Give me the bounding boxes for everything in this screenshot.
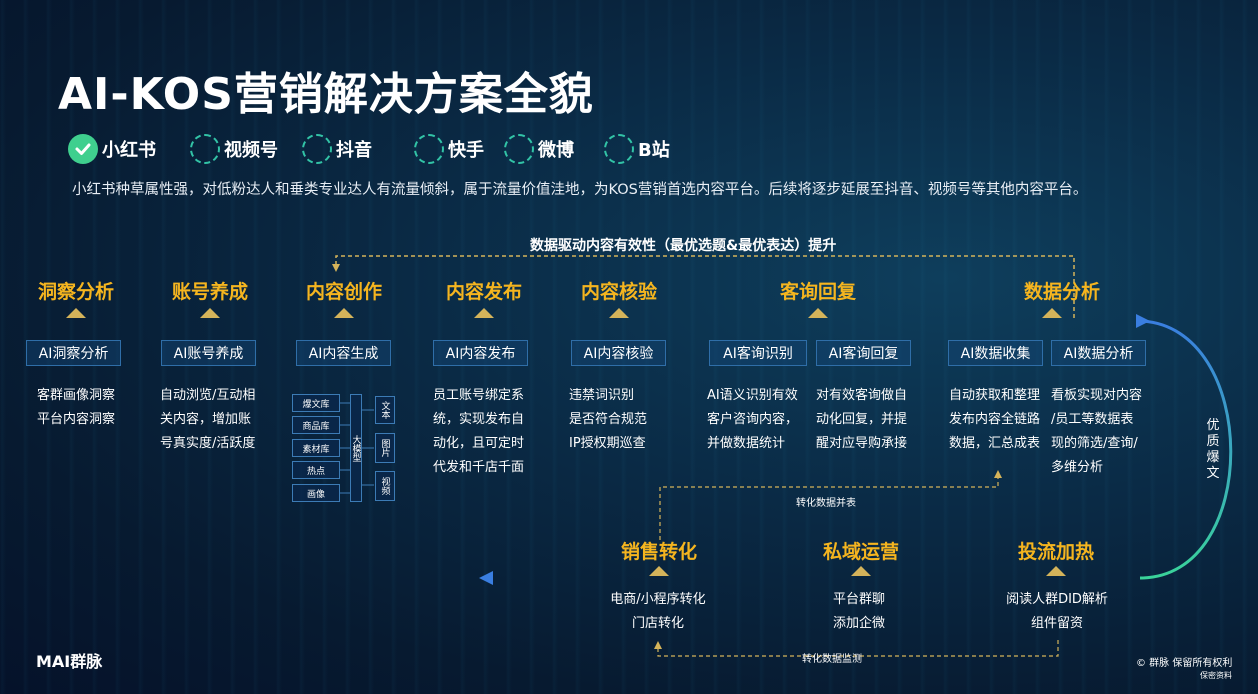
- dashed-circle-icon: [414, 134, 444, 164]
- detail-inquiry-identify: AI语义识别有效 客户咨询内容， 并做数据统计: [707, 388, 799, 451]
- bottom-flow-arrowhead: [479, 571, 493, 585]
- detail-sales: 电商/小程序转化 门店转化: [610, 592, 706, 631]
- module-ai-publish: AI内容发布: [433, 340, 528, 366]
- stage-marker-icon: [66, 308, 86, 318]
- check-icon: [68, 134, 98, 164]
- stage-boost: 投流加热: [1017, 541, 1095, 563]
- module-ai-content-gen: AI内容生成: [296, 340, 391, 366]
- detail-account: 自动浏览/互动相 关内容，增加账 号真实度/活跃度: [160, 388, 256, 451]
- confidential-text: 保密资料: [1200, 671, 1232, 680]
- stage-data: 数据分析: [1023, 281, 1101, 303]
- dashed-circle-icon: [302, 134, 332, 164]
- stage-account: 账号养成: [171, 281, 249, 303]
- detail-inquiry-reply: 对有效客询做自 动化回复，并提 醒对应导购承接: [816, 388, 908, 451]
- platform-tab-kuaishou[interactable]: 快手: [414, 132, 484, 166]
- detail-verify: 违禁词识别 是否符合规范 IP授权期巡查: [569, 388, 648, 451]
- stage-publish: 内容发布: [445, 281, 523, 303]
- copyright-text: © 群脉 保留所有权利: [1136, 658, 1233, 669]
- module-ai-inquiry-identify: AI客询识别: [709, 340, 807, 366]
- module-ai-inquiry-reply: AI客询回复: [816, 340, 911, 366]
- lib-product: 商品库: [292, 416, 340, 434]
- platform-label: 快手: [448, 140, 484, 161]
- stage-marker-icon: [808, 308, 828, 318]
- stage-marker-icon: [200, 308, 220, 318]
- platform-description: 小红书种草属性强，对低粉达人和垂类专业达人有流量倾斜，属于流量价值洼地，为KOS…: [72, 182, 1088, 198]
- output-video: 视频: [375, 471, 395, 501]
- detail-data-collect: 自动获取和整理 发布内容全链路 数据，汇总成表: [949, 388, 1041, 451]
- platform-tab-douyin[interactable]: 抖音: [302, 132, 372, 166]
- stage-private: 私域运营: [822, 541, 900, 563]
- detail-publish: 员工账号绑定系 统，实现发布自 动化，且可定时 代发和千店千面: [433, 388, 525, 475]
- detail-insight: 客群画像洞察 平台内容洞察: [37, 388, 116, 427]
- top-flow-arrowhead: [1136, 314, 1150, 328]
- lib-hotspot: 热点: [292, 461, 340, 479]
- stage-verify: 内容核验: [580, 281, 658, 303]
- stage-marker-icon: [1042, 308, 1062, 318]
- module-ai-data-analyze: AI数据分析: [1051, 340, 1146, 366]
- feedback-loop-title: 数据驱动内容有效性（最优选题&最优表达）提升: [530, 238, 837, 254]
- stage-sales: 销售转化: [620, 541, 698, 563]
- stage-marker-icon: [851, 566, 871, 576]
- output-text: 文本: [375, 396, 395, 424]
- detail-private: 平台群聊 添加企微: [832, 592, 886, 631]
- large-model-box: 大模型: [350, 394, 362, 502]
- dashed-circle-icon: [190, 134, 220, 164]
- platform-label: B站: [638, 140, 670, 161]
- platform-label: 微博: [538, 140, 574, 161]
- company-logo: MAI群脉: [36, 652, 103, 671]
- platform-label: 视频号: [224, 140, 278, 161]
- detail-data-analyze: 看板实现对内容 /员工等数据表 现的筛选/查询/ 多维分析: [1051, 388, 1143, 475]
- dashed-circle-icon: [604, 134, 634, 164]
- stage-marker-icon: [474, 308, 494, 318]
- page-title: AI-KOS营销解决方案全貌: [58, 69, 594, 120]
- platform-tab-bilibili[interactable]: B站: [604, 132, 670, 166]
- stage-reply: 客询回复: [779, 281, 857, 303]
- monitor-arrowhead: [654, 641, 662, 649]
- feedback-arrowhead: [332, 264, 340, 272]
- stage-marker-icon: [649, 566, 669, 576]
- module-ai-insight: AI洞察分析: [26, 340, 121, 366]
- stage-insight: 洞察分析: [37, 281, 115, 303]
- stage-marker-icon: [334, 308, 354, 318]
- output-image: 图片: [375, 433, 395, 463]
- module-ai-data-collect: AI数据收集: [948, 340, 1043, 366]
- lib-material: 素材库: [292, 439, 340, 457]
- merge-data-label: 转化数据并表: [796, 498, 856, 509]
- stage-creation: 内容创作: [305, 281, 383, 303]
- platform-label: 小红书: [102, 140, 156, 161]
- platform-tab-weibo[interactable]: 微博: [504, 132, 574, 166]
- merge-arrowhead: [994, 470, 1002, 478]
- platform-label: 抖音: [336, 140, 372, 161]
- vertical-label: 优质爆文: [1206, 418, 1220, 481]
- platform-tab-shipinhao[interactable]: 视频号: [190, 132, 278, 166]
- dashed-circle-icon: [504, 134, 534, 164]
- stage-marker-icon: [609, 308, 629, 318]
- stage-marker-icon: [1046, 566, 1066, 576]
- lib-persona: 画像: [292, 484, 340, 502]
- lib-viral: 爆文库: [292, 394, 340, 412]
- monitor-data-label: 转化数据监测: [802, 654, 862, 665]
- module-ai-verify: AI内容核验: [571, 340, 666, 366]
- platform-tab-xiaohongshu[interactable]: 小红书: [68, 132, 156, 166]
- module-ai-account: AI账号养成: [161, 340, 256, 366]
- detail-boost: 阅读人群DID解析 组件留资: [1006, 592, 1108, 631]
- merge-dashed-line: [659, 478, 999, 540]
